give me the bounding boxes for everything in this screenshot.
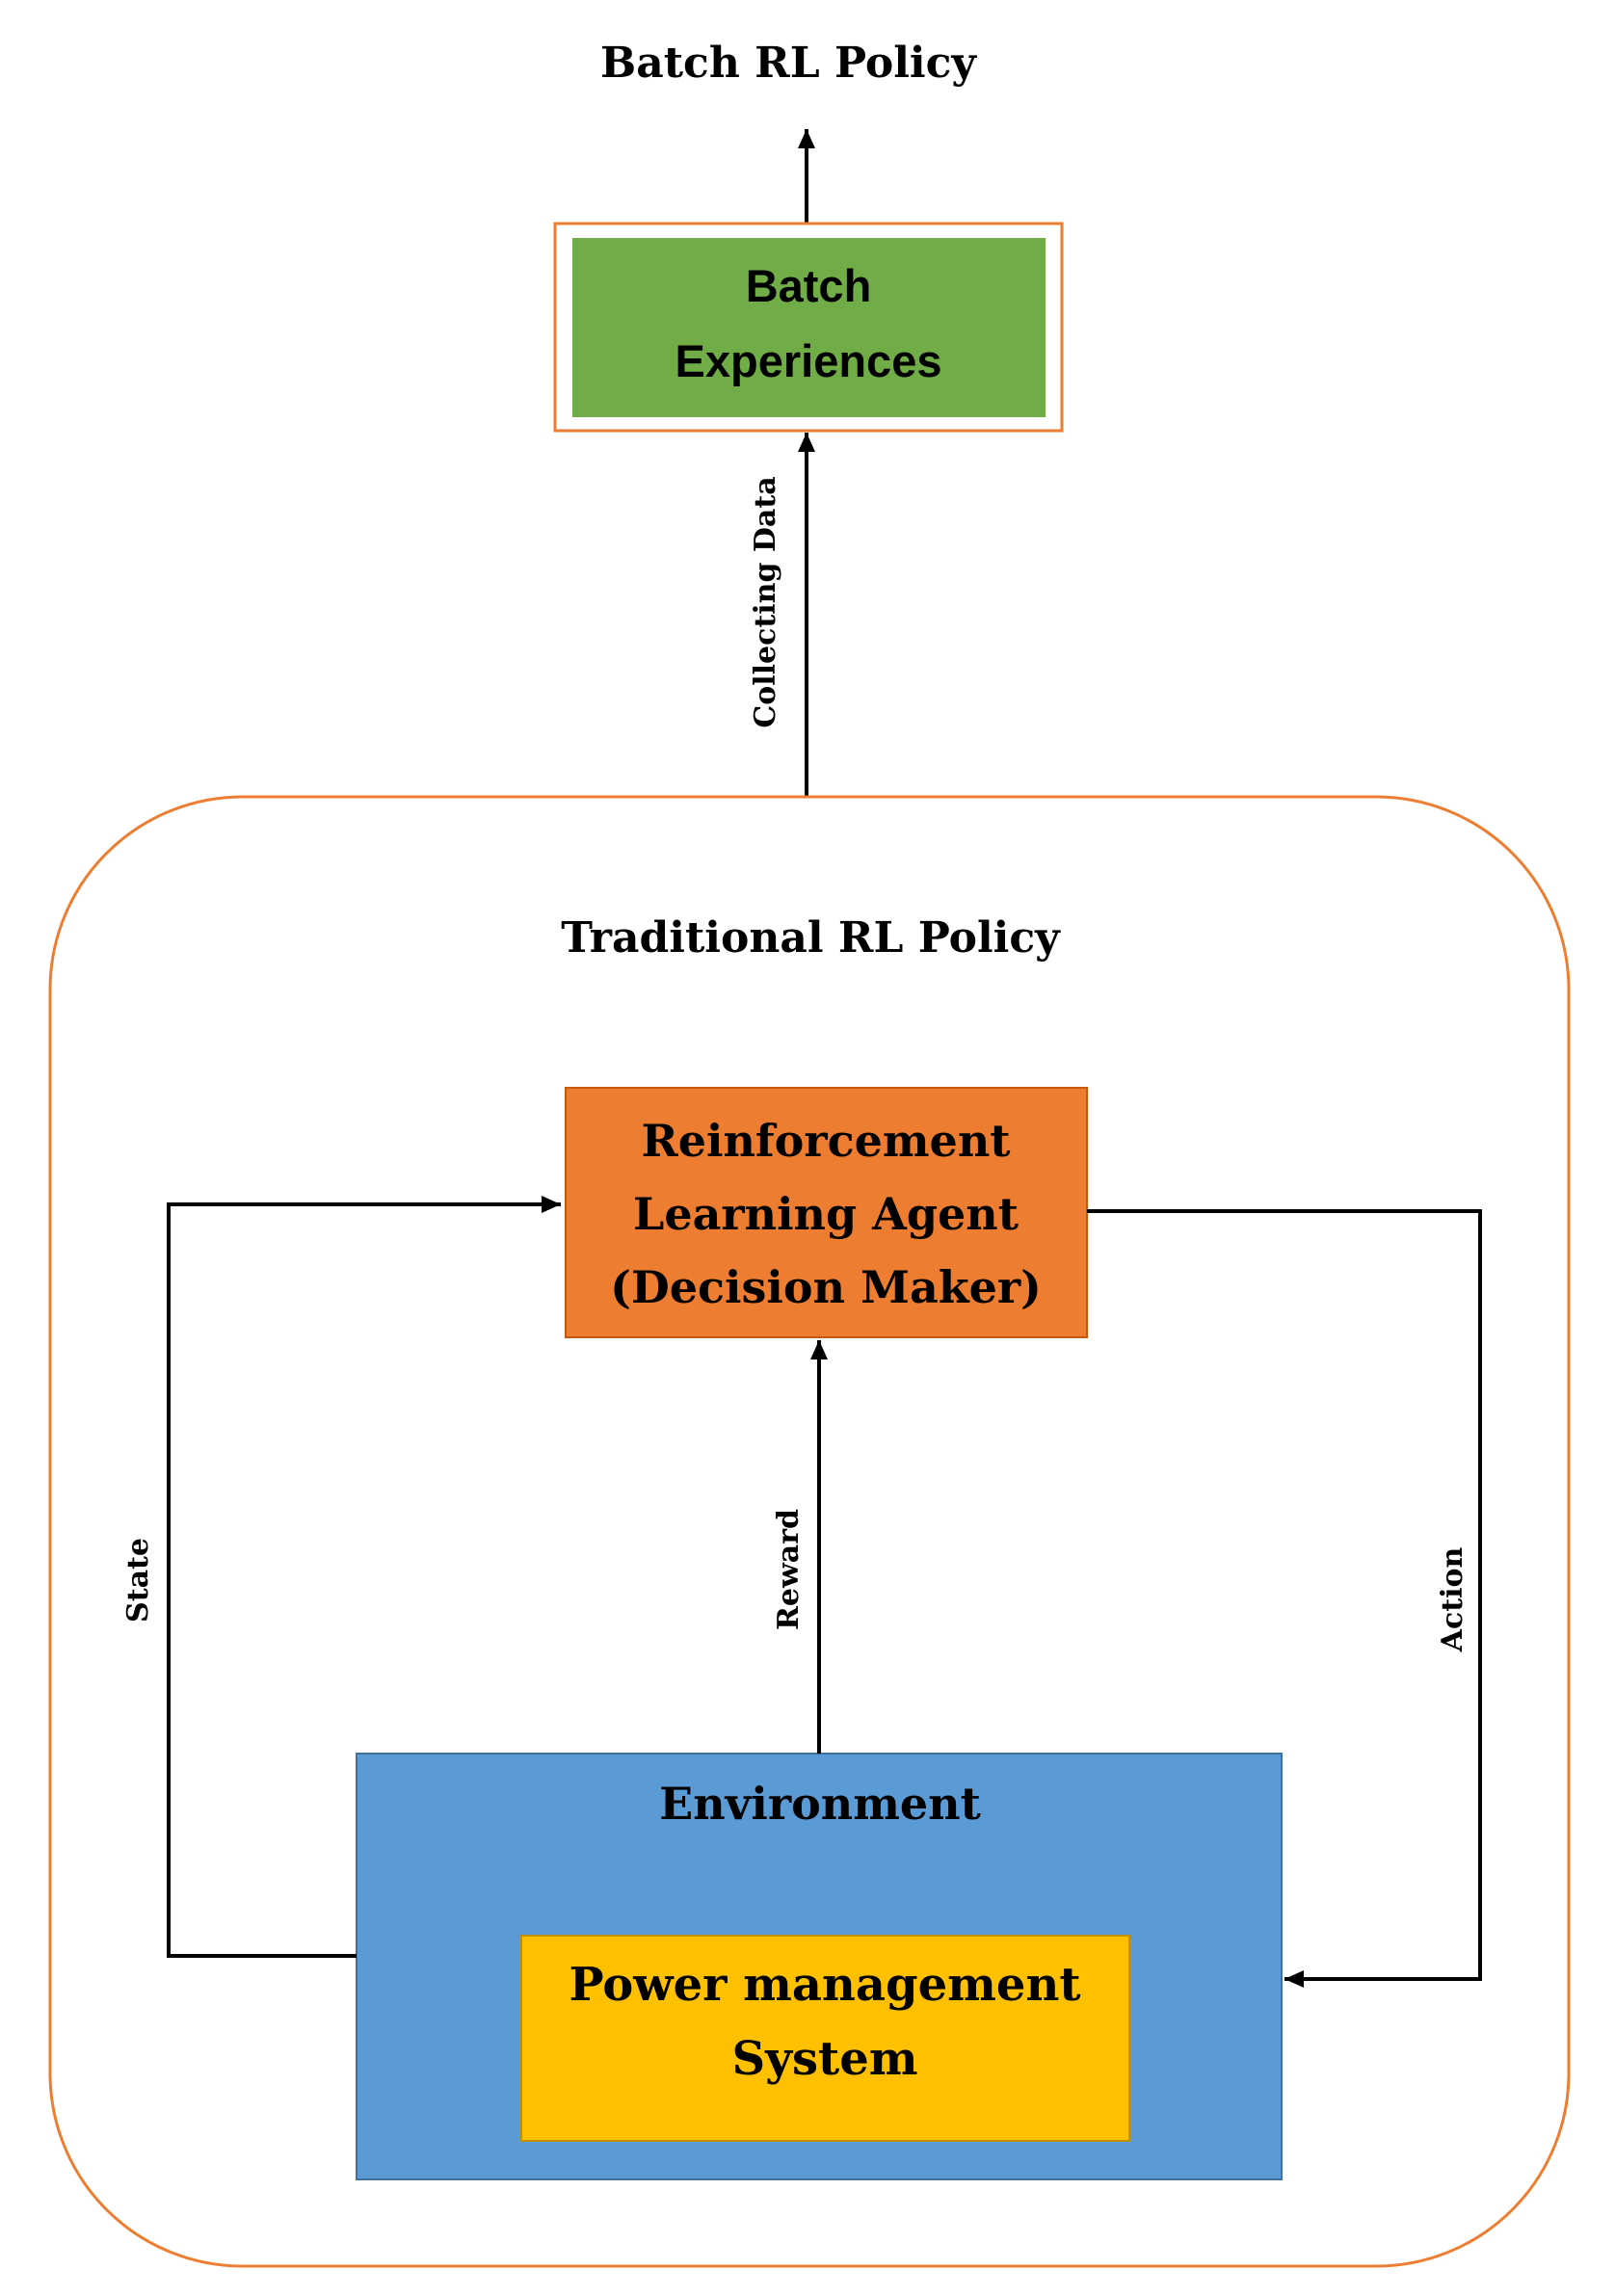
traditional-rl-container: [48, 795, 1571, 2268]
power-management-box: [520, 1935, 1130, 2142]
state-label: State: [121, 1538, 155, 1623]
traditional-rl-policy-title: Traditional RL Policy: [561, 913, 1061, 963]
action-arrow: [1087, 1209, 1482, 1988]
environment-label: Environment: [659, 1778, 981, 1830]
state-arrow: [167, 1196, 561, 1958]
power-box-line1: Power management: [569, 1958, 1080, 2012]
batch-box-line2: Experiences: [675, 335, 942, 386]
agent-box-line2: Learning Agent: [633, 1188, 1019, 1240]
reward-label: Reward: [772, 1509, 806, 1630]
action-label: Action: [1436, 1547, 1469, 1653]
rl-agent-box: [565, 1087, 1088, 1338]
agent-box-line3: (Decision Maker): [610, 1261, 1042, 1313]
power-box-line2: System: [731, 2032, 917, 2086]
batch-box-line1: Batch: [746, 260, 872, 311]
batch-rl-policy-title: Batch RL Policy: [600, 39, 977, 88]
batch-experiences-box: [572, 238, 1046, 417]
collecting-data-label: Collecting Data: [749, 476, 782, 727]
agent-box-line1: Reinforcement: [641, 1115, 1011, 1167]
